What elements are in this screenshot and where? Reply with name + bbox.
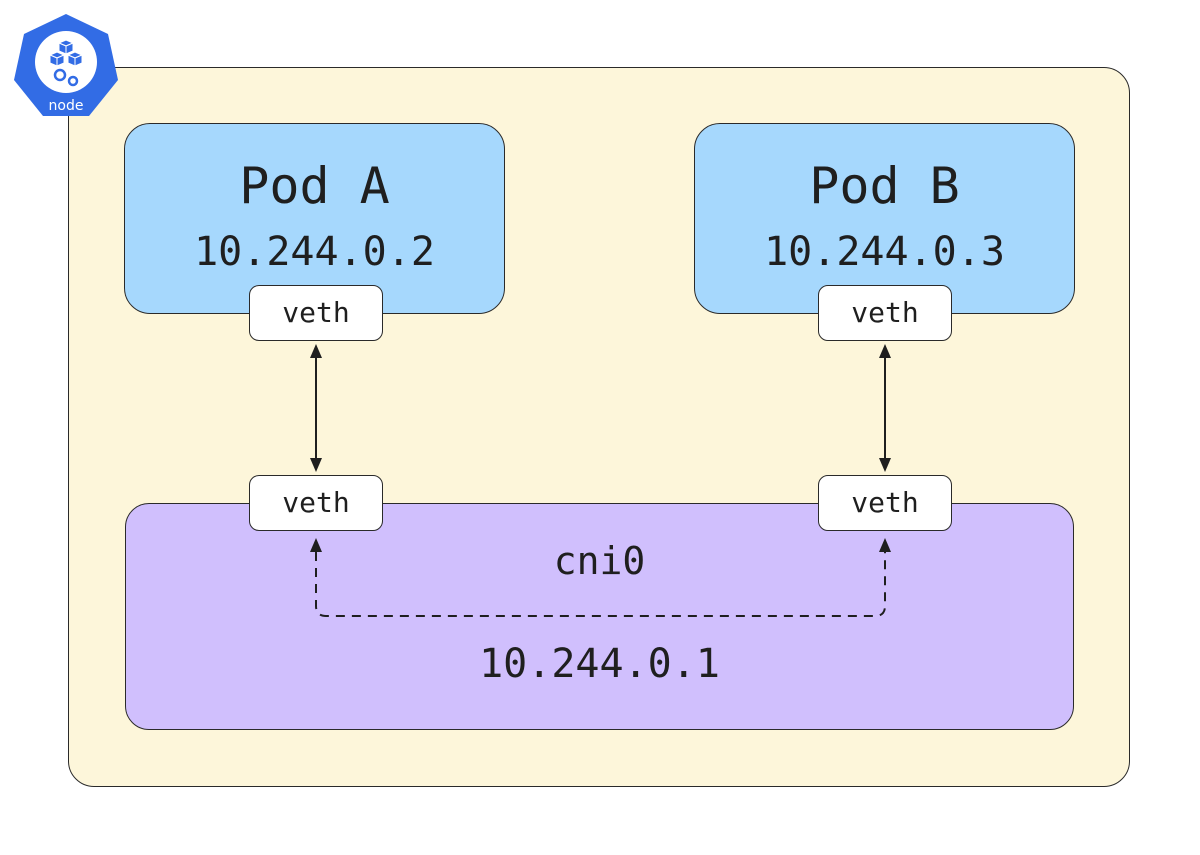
- pod-b-name: Pod B: [809, 157, 960, 215]
- bridge-ip: 10.244.0.1: [479, 641, 720, 687]
- arrowhead-icon: [879, 538, 891, 552]
- gear-icon: [53, 68, 79, 87]
- pod-a-box: Pod A 10.244.0.2: [124, 123, 505, 314]
- kubernetes-node-icon: node: [14, 14, 118, 116]
- pod-b-box: Pod B 10.244.0.3: [694, 123, 1075, 314]
- pod-a-veth: veth: [249, 285, 383, 341]
- arrowhead-icon: [879, 458, 891, 472]
- arrowhead-icon: [879, 344, 891, 358]
- arrowhead-icon: [310, 344, 322, 358]
- arrowhead-icon: [310, 538, 322, 552]
- pod-b-ip: 10.244.0.3: [764, 229, 1005, 275]
- pod-a-ip: 10.244.0.2: [194, 229, 435, 275]
- node-badge-label: node: [49, 98, 84, 114]
- pod-b-veth: veth: [818, 285, 952, 341]
- bridge-veth-a: veth: [249, 475, 383, 531]
- cube-icons: [48, 39, 84, 67]
- bridge-name: cni0: [553, 539, 646, 583]
- pod-a-name: Pod A: [239, 157, 390, 215]
- bridge-veth-b: veth: [818, 475, 952, 531]
- arrowhead-icon: [310, 458, 322, 472]
- bridge-forward-path: [315, 552, 886, 617]
